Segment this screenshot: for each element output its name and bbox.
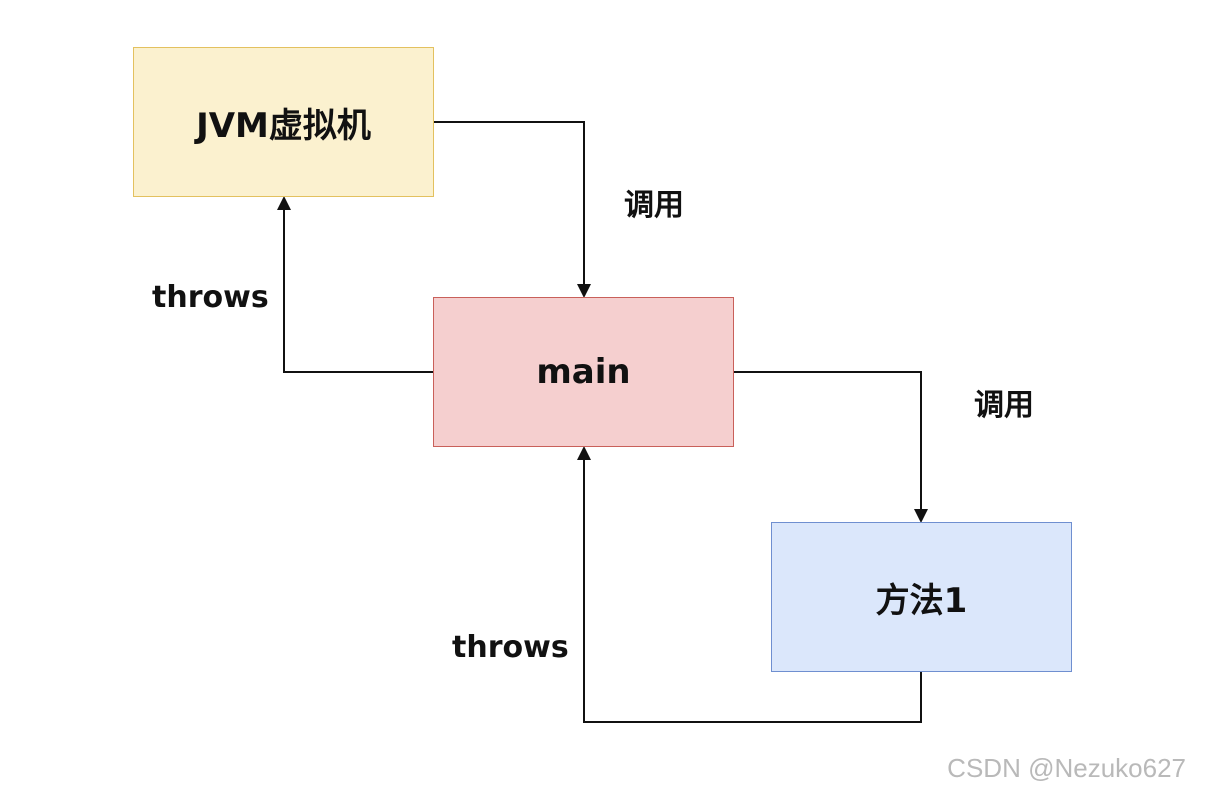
- edge-label-jvm-to-main: 调用: [624, 188, 684, 223]
- edge-label-method-to-main: throws: [452, 630, 569, 665]
- node-main: main: [433, 297, 734, 447]
- node-jvm-label: JVM虚拟机: [196, 105, 371, 146]
- edge-label-main-to-jvm: throws: [152, 280, 269, 315]
- edge-main-to-jvm: [277, 196, 433, 373]
- node-method-label: 方法1: [875, 580, 968, 621]
- edge-method-to-main: [577, 446, 922, 723]
- node-method: 方法1: [771, 522, 1072, 672]
- node-main-label: main: [536, 352, 631, 392]
- node-jvm: JVM虚拟机: [133, 47, 434, 197]
- watermark: CSDN @Nezuko627: [947, 753, 1186, 783]
- edge-main-to-method: [734, 371, 928, 523]
- edge-label-main-to-method: 调用: [974, 388, 1034, 423]
- edge-jvm-to-main: [434, 121, 591, 298]
